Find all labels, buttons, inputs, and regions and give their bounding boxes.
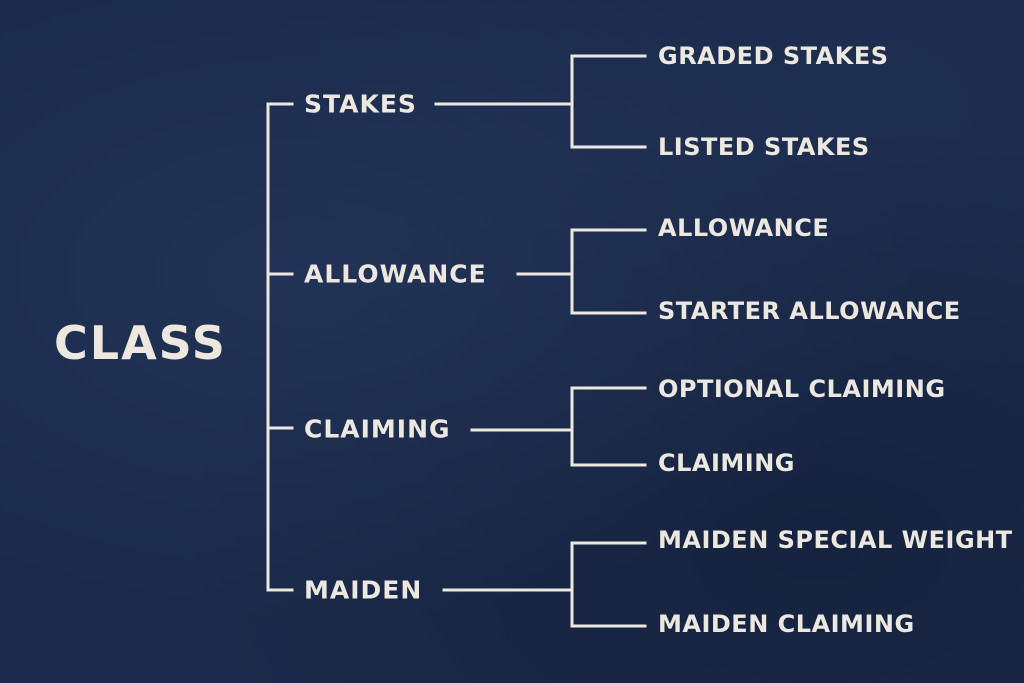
category-stakes: STAKES bbox=[304, 89, 417, 119]
category-maiden: MAIDEN bbox=[304, 575, 423, 605]
leaf-listed-stakes: LISTED STAKES bbox=[658, 133, 870, 161]
category-allowance: ALLOWANCE bbox=[304, 259, 487, 289]
leaf-maiden-special-weight: MAIDEN SPECIAL WEIGHT bbox=[658, 526, 1013, 554]
leaf-claiming: CLAIMING bbox=[658, 449, 796, 477]
category-claiming: CLAIMING bbox=[304, 414, 451, 444]
leaf-optional-claiming: OPTIONAL CLAIMING bbox=[658, 375, 946, 403]
leaf-allowance: ALLOWANCE bbox=[658, 214, 830, 242]
leaf-graded-stakes: GRADED STAKES bbox=[658, 42, 889, 70]
leaf-starter-allowance: STARTER ALLOWANCE bbox=[658, 297, 961, 325]
leaf-maiden-claiming: MAIDEN CLAIMING bbox=[658, 610, 915, 638]
root-label: CLASS bbox=[54, 316, 227, 370]
